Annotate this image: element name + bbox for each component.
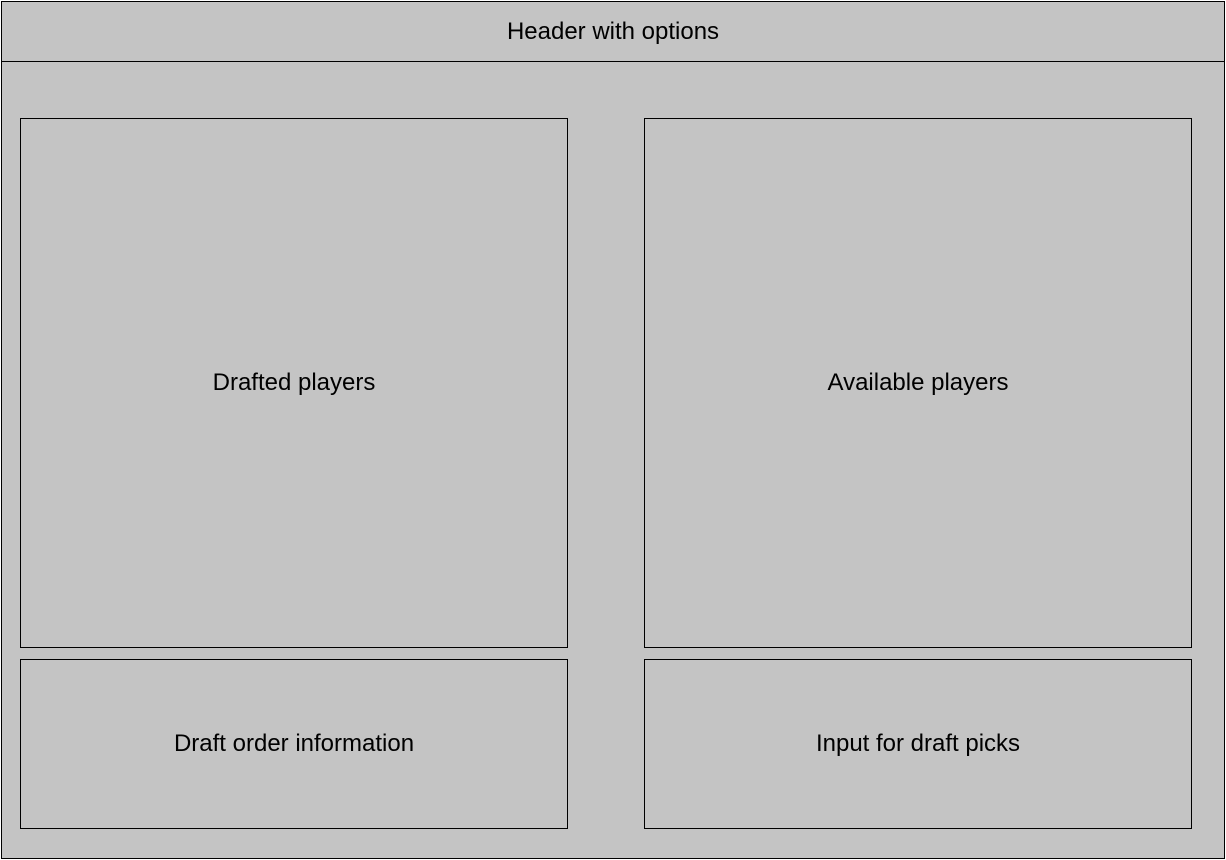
header-region: Header with options — [2, 2, 1224, 62]
draft-order-information-label: Draft order information — [173, 730, 415, 757]
draft-order-information-panel: Draft order information — [20, 659, 568, 829]
draft-pick-input-label: Input for draft picks — [815, 730, 1021, 757]
drafted-players-label: Drafted players — [212, 369, 376, 396]
header-label: Header with options — [506, 17, 720, 45]
available-players-panel: Available players — [644, 118, 1192, 648]
available-players-label: Available players — [827, 369, 1009, 396]
drafted-players-panel: Drafted players — [20, 118, 568, 648]
draft-pick-input-panel: Input for draft picks — [644, 659, 1192, 829]
